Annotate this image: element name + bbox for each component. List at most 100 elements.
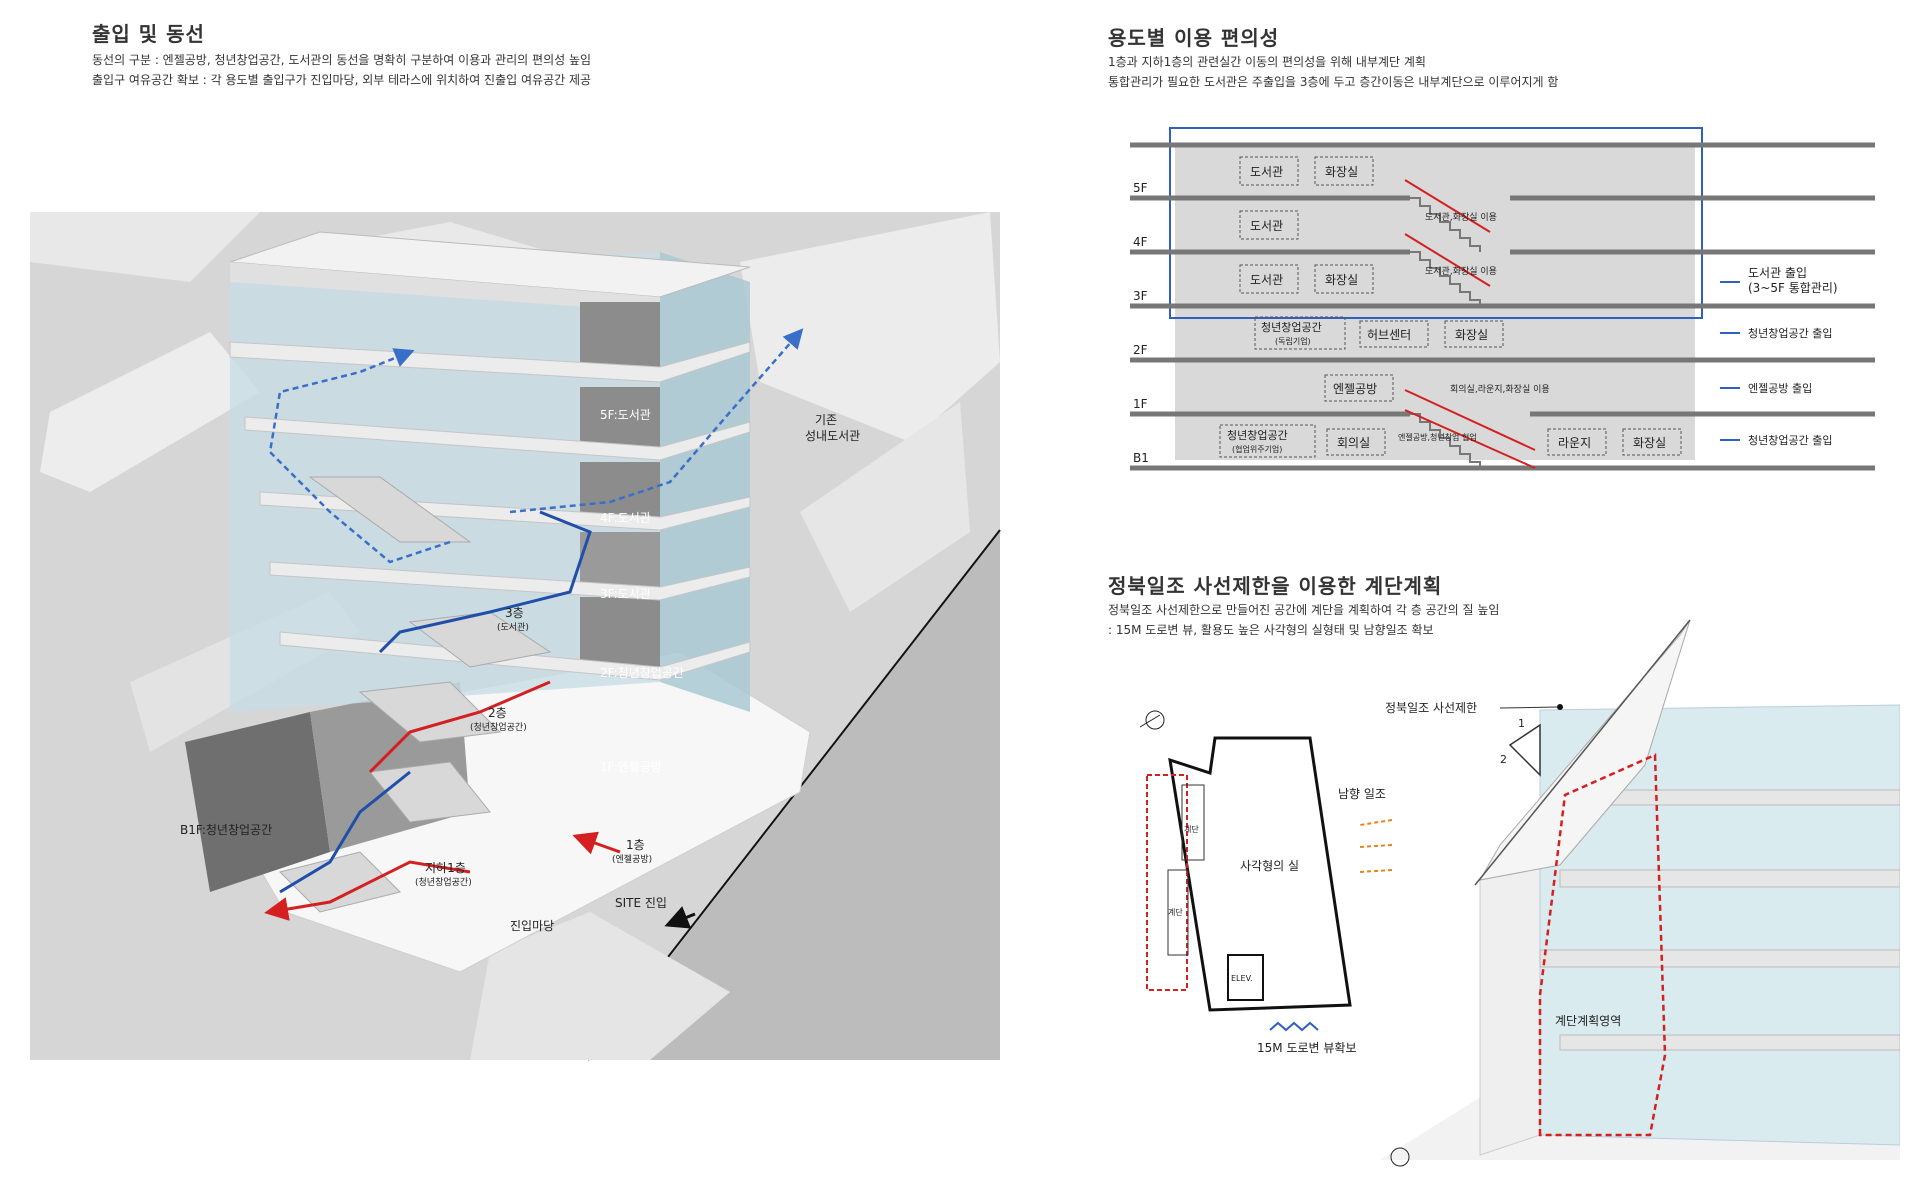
label-2f-route: 2층 <box>488 706 507 720</box>
core-3f <box>580 462 660 517</box>
limit-label: 정북일조 사선제한 <box>1385 701 1477 715</box>
building-side-glass <box>660 252 750 712</box>
note-b1: 엔젤공방,청년창업 협업 <box>1398 432 1477 442</box>
room-library-4f <box>1239 210 1299 240</box>
room-wc-5f-label: 화장실 <box>1325 165 1358 179</box>
room-lounge-b1-label: 라운지 <box>1558 436 1591 450</box>
context-block <box>800 402 970 612</box>
plan-elevator <box>1227 954 1264 1001</box>
section-north-symbol <box>1390 1147 1410 1167</box>
label-1f: 1F:엔젤공방 <box>600 760 662 774</box>
room-hub-2f-label: 허브센터 <box>1367 328 1411 342</box>
stair-plan-title: 정북일조 사선제한을 이용한 계단계획 <box>1108 574 1443 598</box>
floor-label-5f: 5F <box>1133 181 1148 195</box>
building-roof-edge <box>230 262 660 312</box>
stair-5f-4f <box>308 476 472 543</box>
plan-room-label: 사각형의 실 <box>1240 859 1299 873</box>
room-library-3f-label: 도서관 <box>1250 273 1283 287</box>
plan-stair-label-2: 계단 <box>1168 907 1183 917</box>
label-5f: 5F:도서관 <box>600 408 651 422</box>
label-b1-route: 지하1층 <box>425 861 466 875</box>
room-lounge-b1 <box>1547 428 1607 456</box>
label-existing-1: 기존 <box>815 413 837 427</box>
plan-road-label: 15M 도로변 뷰확보 <box>1257 1041 1357 1055</box>
stair-plan-description: 정북일조 사선제한으로 만들어진 공간에 계단을 계획하여 각 층 공간의 질 … <box>1108 600 1499 640</box>
library-entrance-sublabel: (3~5F 통합관리) <box>1748 281 1838 295</box>
context-block <box>30 212 260 282</box>
label-yard: 진입마당 <box>510 919 554 933</box>
circulation-desc-line-1: 동선의 구분 : 엔젤공방, 청년창업공간, 도서관의 동선을 명확히 구분하여… <box>92 53 592 67</box>
angel-entrance-label: 엔젤공방 출입 <box>1748 382 1812 395</box>
label-2f-route-sub: (청년창업공간) <box>470 722 527 733</box>
room-library-5f <box>1239 156 1299 186</box>
stair-desc-line-2: : 15M 도로변 뷰, 활용도 높은 사각형의 실형태 및 남향일조 확보 <box>1108 623 1434 637</box>
plan-stair-label-1: 계단 <box>1184 824 1199 834</box>
room-wc-3f-label: 화장실 <box>1325 273 1358 287</box>
usage-section-diagram: 5F 4F 3F 2F 1F B1 도서관 화장실 도서관 도서관 화장실 청년… <box>1130 127 1875 471</box>
room-meeting-b1-label: 회의실 <box>1337 436 1370 450</box>
room-youth-2f-label: 청년창업공간 <box>1261 321 1322 334</box>
stair-plan-diagram: 계단 계단 사각형의 실 ELEV. 남향 일조 15M 도로변 뷰확보 <box>1139 710 1393 1055</box>
stair-5f-4f <box>1410 197 1481 252</box>
stair-4f-3f <box>1410 251 1481 306</box>
slope-label-1: 1 <box>1518 717 1525 730</box>
label-b1-route-sub: (청년창업공간) <box>415 877 472 888</box>
room-youth-b1 <box>1219 424 1316 458</box>
room-youth-b1-label: 청년창업공간 <box>1227 429 1288 442</box>
core-2f <box>580 532 660 587</box>
angel-1f-entry-arrow <box>572 831 621 855</box>
basement-sunken <box>185 712 330 892</box>
plan-stair-hatch <box>1167 784 1205 956</box>
library-route-path <box>268 348 451 564</box>
stair-desc-line-1: 정북일조 사선제한으로 만들어진 공간에 계단을 계획하여 각 층 공간의 질 … <box>1108 603 1500 617</box>
road-right <box>590 532 1000 1060</box>
room-wc-2f-label: 화장실 <box>1455 328 1488 342</box>
neighbor-wall <box>1479 864 1541 1156</box>
core-5f <box>580 302 660 367</box>
stair-area-outline <box>1538 753 1667 1137</box>
slope-triangle <box>1508 723 1541 777</box>
plan-outline <box>1168 736 1352 1012</box>
floor-label-4f: 4F <box>1133 235 1148 249</box>
usage-desc-line-2: 통합관리가 필요한 도서관은 주출입을 3층에 두고 층간이동은 내부계단으로 … <box>1108 75 1559 89</box>
room-angel-1f <box>1324 374 1394 402</box>
context-block <box>40 332 260 492</box>
room-youth-2f <box>1254 316 1346 350</box>
library-entrance-label: 도서관 출입 <box>1748 266 1807 280</box>
south-sun-arrows <box>1359 819 1393 873</box>
stair-2f-1f <box>358 681 502 743</box>
context-block <box>470 912 730 1060</box>
library-3f-route-path <box>378 510 592 654</box>
plan-stair-zone <box>1146 774 1188 991</box>
room-wc-5f <box>1314 156 1374 186</box>
label-4f: 4F:도서관 <box>600 511 651 525</box>
label-existing-2: 성내도서관 <box>805 429 860 443</box>
plan-elevator-label: ELEV. <box>1231 974 1253 983</box>
stair-1f-b1 <box>369 761 491 823</box>
label-2f: 2F:청년창업공간 <box>600 666 684 680</box>
label-3f-route-sub: (도서관) <box>497 622 529 633</box>
usage-description: 1층과 지하1층의 관련실간 이동의 편의성을 위해 내부계단 계획 통합관리가… <box>1108 52 1558 92</box>
label-site-entry: SITE 진입 <box>615 896 667 910</box>
note-1f: 회의실,라운지,화장실 이용 <box>1450 384 1550 395</box>
stair-arrow-4f-3f <box>1404 233 1491 287</box>
axonometric-diagram: 5F:도서관 4F:도서관 3F:도서관 2F:청년창업공간 1F:엔젤공방 B… <box>30 212 1001 1061</box>
slope-label-2: 2 <box>1500 753 1507 766</box>
room-angel-1f-label: 엔젤공방 <box>1333 382 1377 396</box>
site-entry-arrow <box>664 906 696 929</box>
floor-label-3f: 3F <box>1133 289 1148 303</box>
room-meeting-b1 <box>1326 428 1386 456</box>
youth-2f-route-path <box>368 680 551 774</box>
slab-4f <box>244 416 751 461</box>
slab-5f <box>229 341 751 383</box>
north-symbol <box>1145 710 1165 730</box>
circulation-title: 출입 및 동선 <box>92 22 205 46</box>
floor-label-b1: B1 <box>1133 451 1149 465</box>
room-library-3f <box>1239 264 1299 294</box>
room-youth-2f-sublabel: (독립기업) <box>1275 337 1311 346</box>
limit-leader-dot <box>1557 704 1563 710</box>
room-library-5f-label: 도서관 <box>1250 165 1283 179</box>
library-zone-outline <box>1169 127 1703 319</box>
stair-area-label: 계단계획영역 <box>1555 1014 1621 1028</box>
youth-b1-entrance-label: 청년창업공간 출입 <box>1748 434 1832 447</box>
